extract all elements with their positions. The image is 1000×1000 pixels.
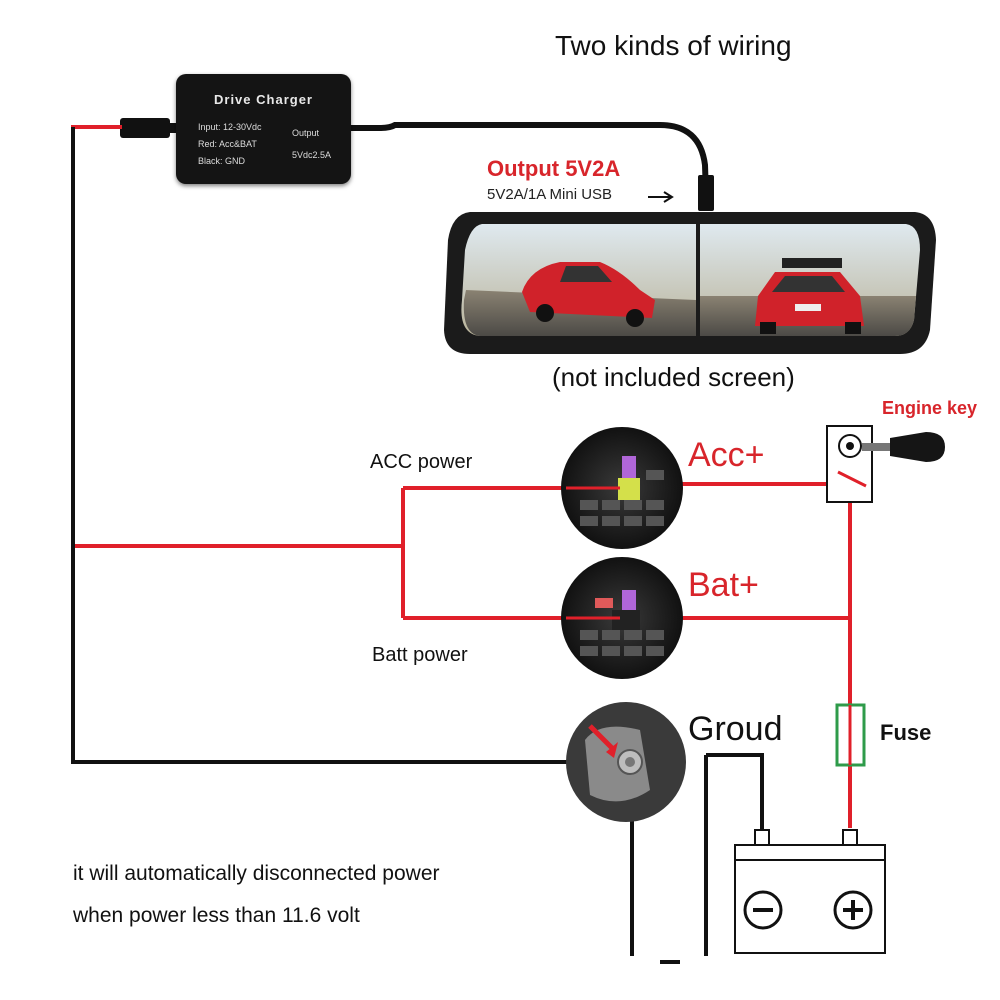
charger-name: Drive Charger bbox=[214, 92, 313, 107]
ignition-switch bbox=[826, 425, 873, 503]
drive-charger: Drive Charger Input: 12-30Vdc Red: Acc&B… bbox=[176, 74, 351, 184]
bat-fuse-photo bbox=[561, 557, 683, 679]
car-rear-icon bbox=[755, 258, 864, 334]
battery-icon bbox=[734, 829, 886, 954]
note-line-1: it will automatically disconnected power bbox=[73, 862, 440, 885]
batt-power-label: Batt power bbox=[372, 644, 468, 666]
black-wire bbox=[71, 127, 764, 964]
bat-plus-label: Bat+ bbox=[688, 566, 759, 604]
inline-fuse bbox=[835, 703, 866, 767]
mirror-screen bbox=[444, 212, 936, 354]
charger-black-wire-label: Black: GND bbox=[198, 156, 246, 166]
car-icon bbox=[522, 262, 655, 327]
acc-fuse-photo bbox=[561, 427, 683, 549]
charger-red-wire-label: Red: Acc&BAT bbox=[198, 139, 257, 149]
charger-output-value: 5Vdc2.5A bbox=[292, 150, 332, 160]
acc-plus-label: Acc+ bbox=[688, 436, 765, 474]
fuse-label: Fuse bbox=[880, 720, 932, 745]
screen-note: (not included screen) bbox=[552, 362, 795, 392]
usb-arrow-icon bbox=[648, 191, 674, 203]
ground-bolt-photo bbox=[566, 702, 686, 822]
output-heading: Output 5V2A bbox=[487, 156, 621, 181]
ground-label: Groud bbox=[688, 710, 783, 748]
charger-output-label: Output bbox=[292, 128, 320, 138]
charger-input: Input: 12-30Vdc bbox=[198, 122, 262, 132]
usb-label: 5V2A/1A Mini USB bbox=[487, 186, 613, 203]
engine-key-icon bbox=[862, 432, 945, 462]
acc-power-label: ACC power bbox=[370, 451, 473, 473]
note-line-2: when power less than 11.6 volt bbox=[73, 904, 360, 927]
diagram-title: Two kinds of wiring bbox=[555, 30, 792, 61]
usb-cable bbox=[120, 118, 714, 211]
engine-key-label: Engine key bbox=[882, 398, 978, 418]
